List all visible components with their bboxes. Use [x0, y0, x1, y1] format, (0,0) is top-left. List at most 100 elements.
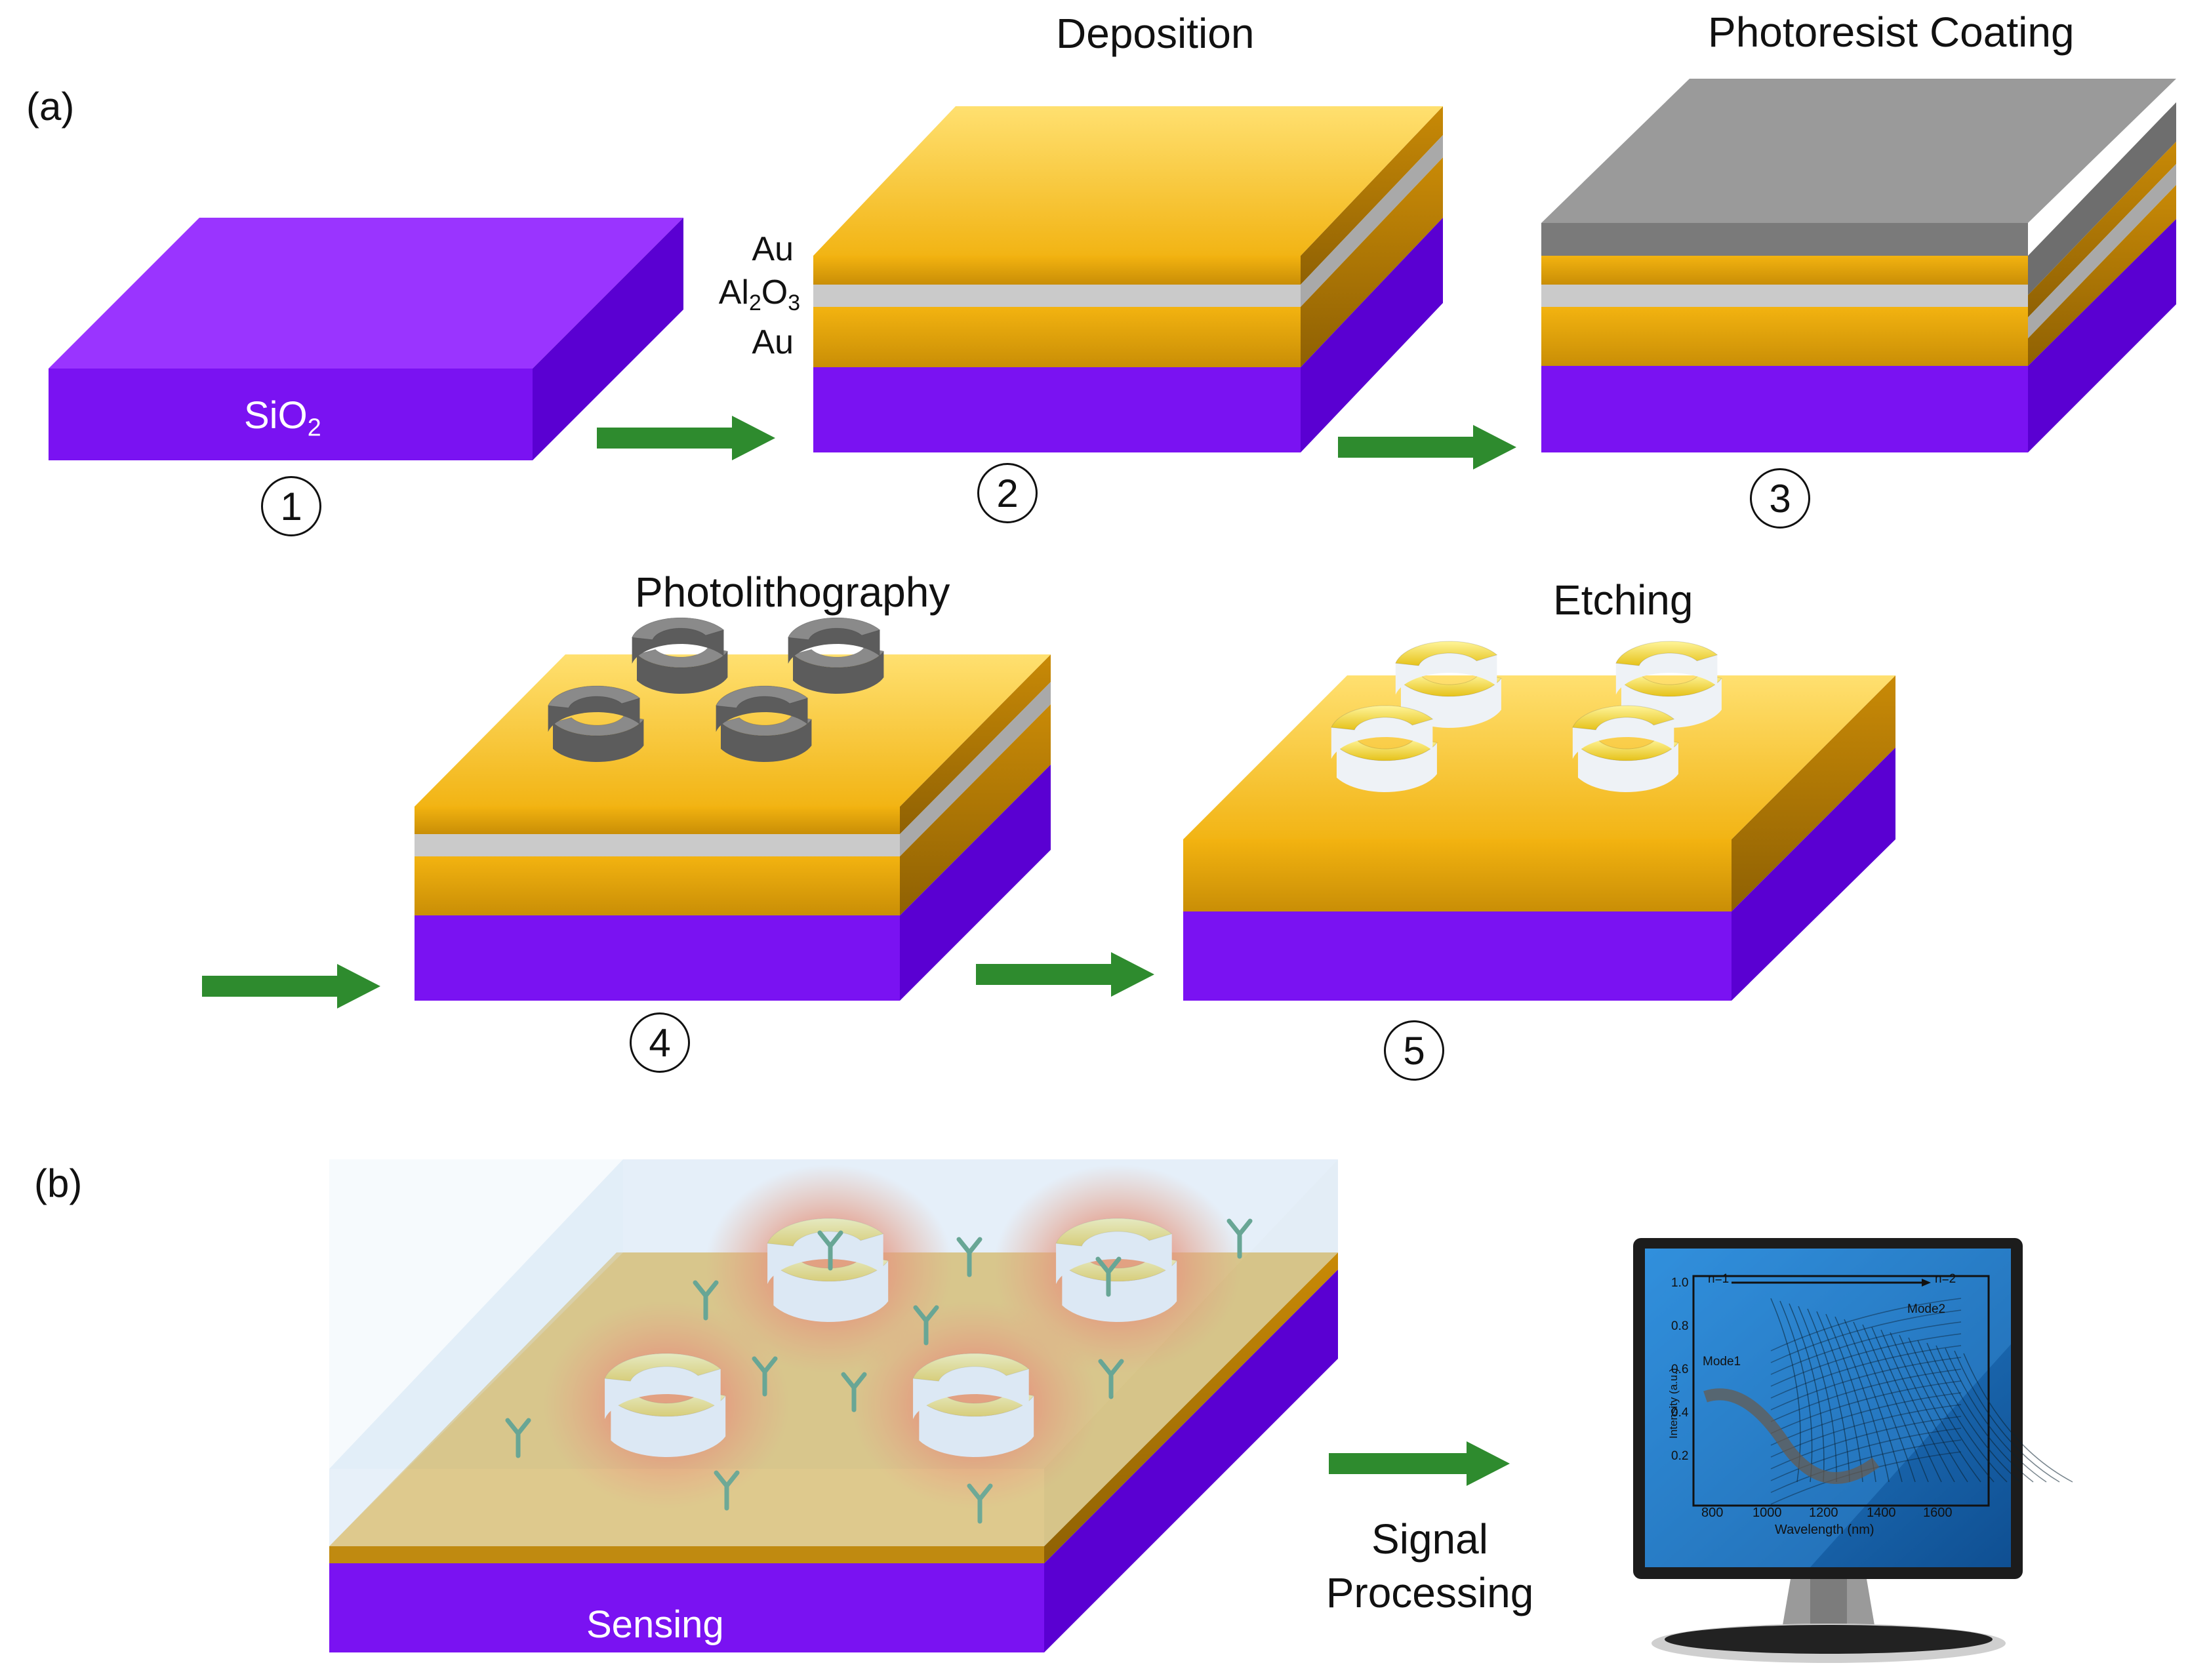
arrow-right-icon [976, 952, 1154, 997]
plot-ytick-3: 0.6 [1671, 1363, 1689, 1376]
sensing-ring [1055, 1218, 1178, 1322]
antibody-arm [817, 1230, 833, 1249]
plot-xtick-1600: 1600 [1923, 1506, 1953, 1520]
antibody-arm [762, 1356, 778, 1374]
gold-ring [1572, 705, 1679, 792]
plot-xtick-1000: 1000 [1752, 1506, 1782, 1520]
mesh-line [1770, 1357, 1962, 1410]
mesh-line [1807, 1308, 1850, 1483]
antibody-arm [851, 1372, 867, 1390]
antibody-arm [693, 1280, 708, 1298]
arrow-head [1111, 952, 1154, 997]
antibody-arm [956, 1237, 972, 1255]
mesh-line [1770, 1298, 1962, 1351]
sensing-ring [912, 1353, 1035, 1457]
mesh-line [1789, 1303, 1825, 1483]
ring-top [1572, 705, 1675, 730]
plot-ytick-1: 1.0 [1671, 1276, 1689, 1290]
antibody-arm [703, 1280, 719, 1298]
resist-ring [631, 617, 729, 694]
sensing-label: Sensing [586, 1603, 724, 1646]
substrate-label: SiO2 [244, 394, 321, 441]
mesh-line [1880, 1329, 1955, 1483]
antibody-arm [516, 1418, 531, 1436]
mesh-line [1770, 1439, 1962, 1493]
antibody-arm [724, 1470, 740, 1489]
mesh-line [1834, 1316, 1890, 1483]
ring-top [1615, 641, 1718, 666]
analyte-glass-cover [329, 1159, 1338, 1546]
antibody-icon [1098, 1359, 1124, 1399]
mesh-line [1770, 1345, 1962, 1399]
ring-top [787, 617, 881, 640]
ring-top [1331, 705, 1434, 730]
mesh-line [1908, 1337, 1995, 1483]
title-photoresist-coating: Photoresist Coating [1708, 9, 2075, 56]
ring-wall [919, 1395, 1034, 1457]
mesh-line [1770, 1333, 1962, 1387]
step4-photolithography-block [415, 654, 1051, 1001]
ring-top [1055, 1218, 1173, 1247]
plot-xtick-1200: 1200 [1809, 1506, 1838, 1520]
arrow-head [732, 416, 775, 460]
step-number-3: 3 [1750, 468, 1810, 529]
layer-label-au-top: Au [752, 230, 794, 268]
mesh-line [1945, 1348, 2047, 1483]
plot-annotation-n1: n=1 [1708, 1272, 1730, 1286]
plot-annotation-mode2: Mode2 [1907, 1302, 1946, 1316]
resist-ring [547, 685, 645, 762]
antibody-icon [1226, 1218, 1253, 1259]
step2-deposition-block [813, 106, 1443, 452]
plot-annotation-n2: n=2 [1935, 1272, 1956, 1286]
ring-top [912, 1353, 1030, 1382]
mesh-line [1917, 1340, 2008, 1483]
mesh-line [1862, 1324, 1929, 1483]
mesh-line [1844, 1319, 1903, 1483]
ring-wall [611, 1395, 726, 1457]
gold-ring [1331, 705, 1438, 792]
arrow-shaft [976, 964, 1112, 985]
antibody-icon [505, 1418, 531, 1458]
ring-top [604, 1353, 721, 1382]
layer-label-al2o3: Al2O3 [718, 273, 800, 316]
mesh-line [1890, 1332, 1968, 1483]
plot-xtick-800: 800 [1701, 1506, 1724, 1520]
antibody-icon [913, 1305, 939, 1346]
step3-photoresist-block [1541, 79, 2176, 452]
antibody-icon [714, 1470, 740, 1511]
step5-etching-block [1183, 675, 1895, 1001]
ring-wall [1577, 742, 1678, 792]
antibody-arm [1106, 1256, 1122, 1275]
plot-ytick-5: 0.2 [1671, 1449, 1689, 1463]
arrow-head [1473, 425, 1516, 470]
antibody-icon [841, 1372, 867, 1412]
mode1-surface [1703, 1388, 1880, 1484]
arrow-head [337, 964, 380, 1009]
antibody-arm [1108, 1359, 1124, 1377]
antibody-icon [956, 1237, 983, 1277]
antibody-arm [913, 1305, 929, 1323]
ring-top [767, 1218, 884, 1247]
ring-top [715, 685, 809, 708]
mesh-line [1770, 1392, 1962, 1446]
layer-label-au-bottom: Au [752, 323, 794, 361]
ring-wall [1062, 1260, 1177, 1322]
plot-xtick-1400: 1400 [1867, 1506, 1896, 1520]
step1-substrate-block [49, 218, 683, 460]
arrow-shaft [1329, 1453, 1468, 1474]
ring-wall [552, 719, 644, 762]
ring-wall [1336, 742, 1437, 792]
ring-wall [792, 651, 884, 694]
plot-ytick-2: 0.8 [1671, 1319, 1689, 1333]
plot-xlabel: Wavelength (nm) [1775, 1523, 1874, 1537]
step-number-2: 2 [977, 463, 1038, 523]
mesh-line [1770, 1310, 1962, 1363]
process-arrows [202, 416, 1516, 1486]
monitor [1633, 1238, 2073, 1663]
antibody-icon [967, 1483, 993, 1524]
antibody-arm [977, 1483, 993, 1502]
antibody-arm [1095, 1256, 1111, 1275]
mesh-line [1935, 1345, 2034, 1483]
photoresist-ring-patterns [547, 617, 885, 762]
